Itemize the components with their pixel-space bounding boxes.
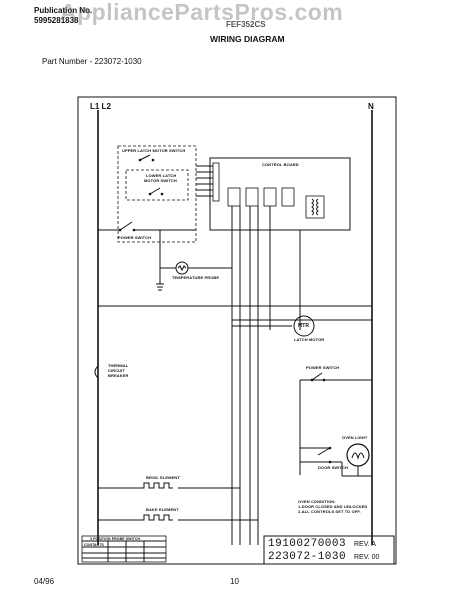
latch-switch-box	[117, 145, 197, 243]
doc-rev-2: REV. 00	[354, 554, 380, 561]
lower-latch-label-1: LOWER LATCH	[146, 173, 177, 178]
thermal-breaker-symbol	[94, 365, 99, 379]
footer-date: 04/96	[34, 577, 55, 586]
diagram-title: WIRING DIAGRAM	[210, 34, 285, 44]
revision-box	[263, 535, 395, 565]
doc-number-1: 19100270003	[268, 538, 347, 550]
probe-switch-table	[81, 535, 167, 563]
temperature-probe-label: TEMPERATURE PROBE	[172, 275, 220, 280]
oven-light-label: OVEN LIGHT	[342, 435, 368, 440]
mtr-label: MTR	[298, 323, 310, 329]
l1-l2-label: L1 L2	[90, 102, 111, 111]
part-number: Part Number - 223072-1030	[42, 57, 142, 66]
thermal-label-3: BREAKER	[108, 373, 129, 378]
oven-condition-1: OVEN CONDITION:	[298, 499, 336, 504]
oven-light-symbol	[346, 443, 370, 467]
thermal-label-2: CIRCUIT	[108, 368, 125, 373]
oven-condition-3: 2-ALL CONTROLS SET TO OFF.	[298, 509, 361, 514]
power-switch-left-label: POWER SWITCH	[118, 235, 152, 240]
probe-table-title: 3 POSITION PROBE SWITCH	[90, 537, 141, 541]
bake-element-symbol	[140, 514, 173, 521]
latch-motor-symbol	[293, 315, 315, 337]
doc-number-2: 223072-1030	[268, 551, 347, 563]
lower-latch-box	[125, 169, 189, 201]
footer-page: 10	[230, 577, 239, 586]
thermal-label-1: THERMAL	[108, 363, 129, 368]
upper-latch-label: UPPER LATCH MOTOR SWITCH	[122, 148, 186, 153]
doc-rev-1: REV. A	[354, 541, 376, 548]
control-board-label: CONTROL BOARD	[262, 162, 299, 167]
temperature-probe-symbol	[175, 261, 189, 275]
diagram-border	[77, 96, 397, 565]
latch-motor-label: LATCH MOTOR	[294, 337, 325, 342]
probe-table-contacts: CONTACTS	[84, 543, 104, 547]
watermark: AppliancePartsPros.com	[60, 0, 344, 25]
publication-number: 5995281838	[34, 16, 79, 25]
model-number: FEF352CS	[226, 20, 266, 29]
broil-element-symbol	[140, 482, 173, 489]
bake-element-label: BAKE ELEMENT	[146, 507, 179, 512]
power-switch-right-label: POWER SWITCH	[306, 365, 340, 370]
lower-latch-label-2: MOTOR SWITCH	[144, 178, 177, 183]
broil-element-label: BROIL ELEMENT	[146, 475, 180, 480]
door-switch-label: DOOR SWITCH	[318, 465, 348, 470]
publication-label: Publication No.	[34, 6, 93, 15]
n-label: N	[368, 102, 374, 111]
oven-condition-2: 1-DOOR CLOSED AND UNLOCKED	[298, 504, 368, 509]
control-board	[209, 157, 351, 231]
